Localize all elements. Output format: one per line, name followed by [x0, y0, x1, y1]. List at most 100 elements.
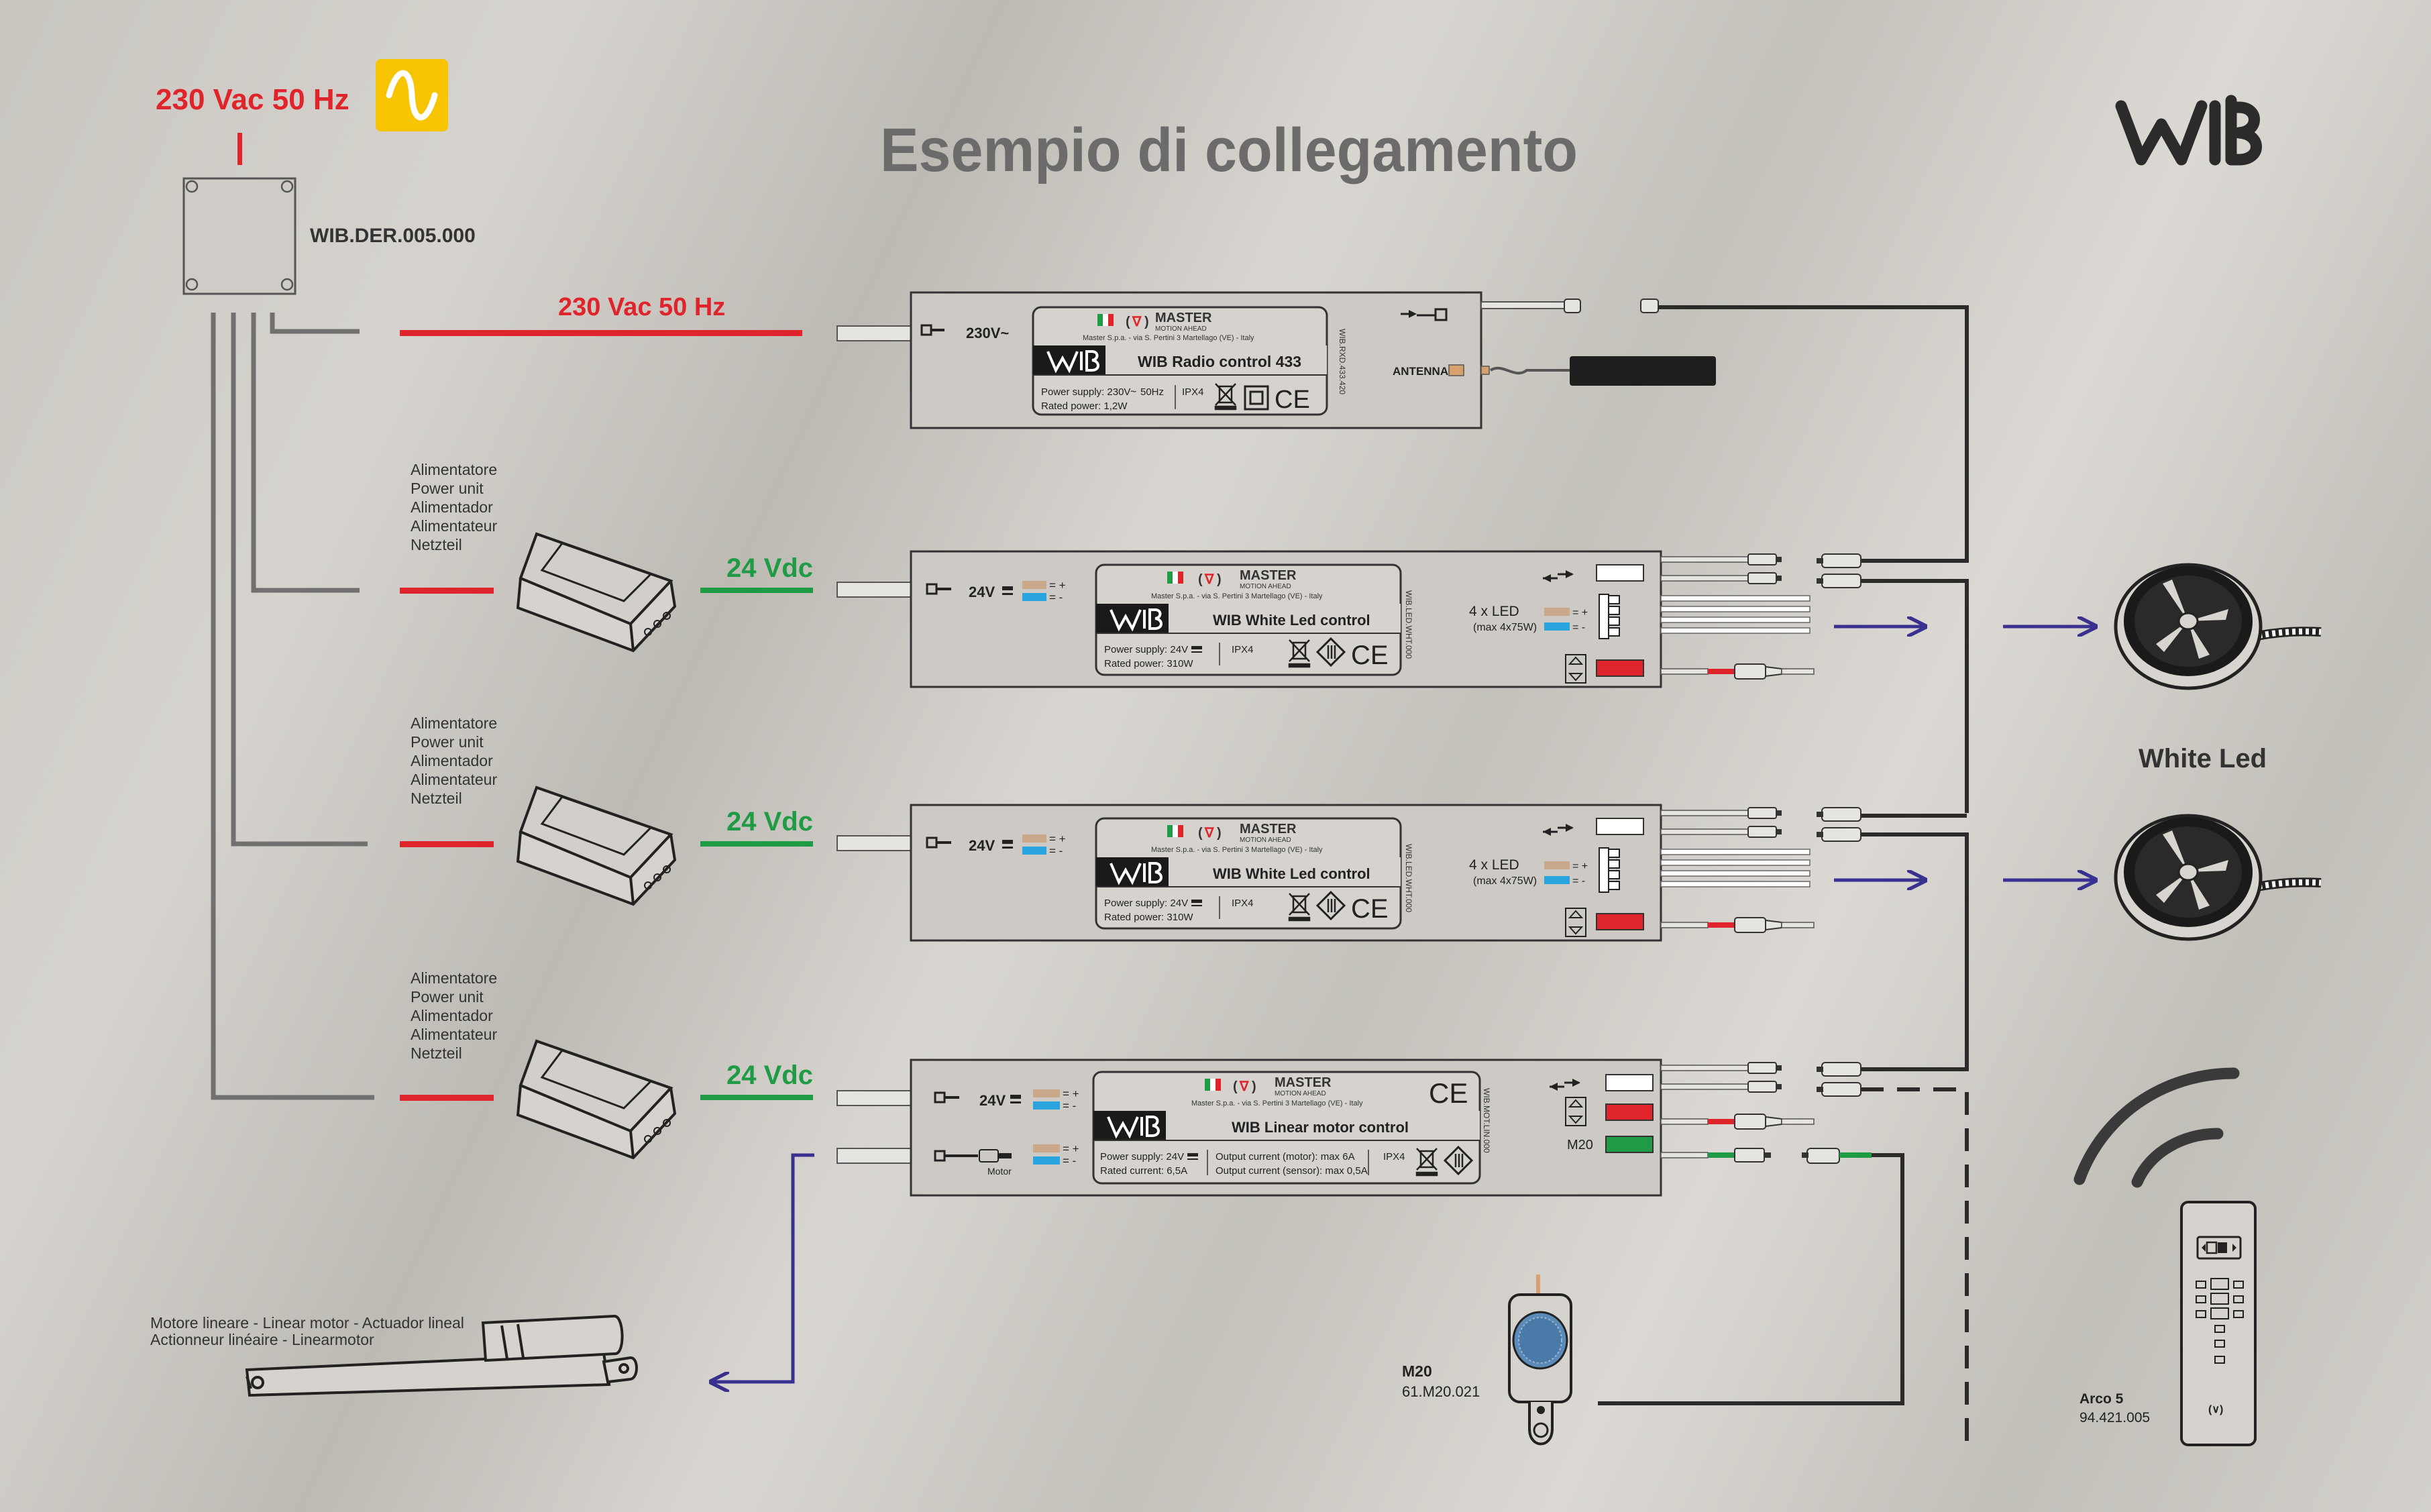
dc-label-3: 24 Vdc — [726, 1061, 813, 1090]
dc-line-3 — [700, 1095, 813, 1100]
sine-wave-icon — [376, 59, 448, 131]
page-title: Esempio di collegamento — [880, 116, 1578, 184]
wireless-dashed-line — [1861, 1087, 1969, 1453]
motor-sensor-port: M20 — [1567, 1138, 1593, 1152]
derivation-wires — [211, 313, 374, 1100]
power-unit-3-label: Alimentatore Power unit Alimentador Alim… — [411, 969, 497, 1062]
motor-name: WIB Linear motor control — [1232, 1119, 1409, 1136]
mains-label: 230 Vac 50 Hz — [156, 83, 349, 116]
svg-text:= +: = + — [1049, 579, 1066, 592]
power-unit-1-line-3: Alimentador — [411, 498, 493, 516]
double-insulation-icon — [1244, 385, 1269, 411]
maker-text: MASTER — [1240, 568, 1297, 583]
mains-line-label: 230 Vac 50 Hz — [558, 293, 725, 321]
motor-input-label: 24V — [979, 1092, 1006, 1109]
led-rated-text: Rated power: 310W — [1104, 658, 1193, 669]
remote-name: Arco 5 — [2079, 1391, 2124, 1407]
motor-rated: Rated current: 6,5A — [1100, 1165, 1187, 1177]
m20-sensor — [1508, 1275, 1572, 1446]
svg-text:= +: = + — [1063, 1142, 1079, 1155]
radio-supply-freq: 50Hz — [1140, 386, 1164, 398]
radio-ce-mark: CE — [1275, 386, 1310, 414]
power-unit-2-line-2: Power unit — [411, 733, 484, 751]
led-strip-reel-2 — [2116, 816, 2321, 939]
power-unit-1-line-1: Alimentatore — [411, 461, 497, 478]
led-ipx-text: IPX4 — [1232, 644, 1254, 655]
led-strip-reel-1 — [2114, 563, 2322, 690]
led-control-unit-1: 24V = + = - ( ∇ ) MASTER MOTION AHEAD Ma… — [836, 550, 2096, 813]
led-input-text: 24V — [969, 584, 995, 600]
sensor-cable — [1598, 1148, 1904, 1405]
svg-text:∇: ∇ — [1204, 572, 1214, 587]
dc-label-1: 24 Vdc — [726, 553, 813, 583]
power-unit-3 — [517, 1040, 676, 1159]
led-name-text: WIB White Led control — [1213, 612, 1370, 629]
mains-ac-line — [400, 330, 802, 336]
motor-output-motor: Output current (motor): max 6A — [1216, 1151, 1355, 1163]
radio-code: WIB.RXD.433.420 — [1338, 329, 1347, 394]
ac-segment-2 — [400, 841, 494, 847]
power-unit-2-label: Alimentatore Power unit Alimentador Alim… — [411, 714, 497, 807]
led-outmax-text: (max 4x75W) — [1473, 622, 1537, 633]
sensor-code: 61.M20.021 — [1402, 1383, 1480, 1400]
power-unit-1-line-2: Power unit — [411, 480, 484, 497]
wib-logo — [2115, 95, 2262, 166]
motor-port-label: Motor — [987, 1166, 1012, 1177]
dc-line-1 — [700, 588, 813, 593]
motor-ce-mark: CE — [1429, 1077, 1468, 1109]
motor-control-unit: 24V = + = - Motor = + = - ( ∇ ) MASTER M… — [836, 1059, 1815, 1197]
linear-motor-label-line-2: Actionneur linéaire - Linearmotor — [150, 1331, 374, 1348]
power-unit-2-line-4: Alimentateur — [411, 771, 497, 788]
svg-text:(: ( — [1126, 315, 1130, 329]
svg-text:∇: ∇ — [1239, 1079, 1249, 1094]
svg-text:= -: = - — [1063, 1099, 1076, 1112]
led-code-text: WIB.LED.WHT.000 — [1404, 590, 1413, 659]
radio-maker: MASTER — [1155, 311, 1212, 325]
led-ce-text: CE — [1351, 641, 1389, 670]
remote-code: 94.421.005 — [2079, 1410, 2150, 1425]
svg-text:): ) — [1217, 572, 1222, 587]
power-unit-3-line-2: Power unit — [411, 988, 484, 1006]
sensor-name: M20 — [1402, 1362, 1432, 1380]
svg-text:): ) — [1144, 315, 1149, 329]
svg-text:(: ( — [1233, 1079, 1238, 1094]
white-led-label: White Led — [2139, 744, 2267, 773]
motor-output-sensor: Output current (sensor): max 0,5A — [1216, 1165, 1368, 1177]
power-unit-1-line-5: Netzteil — [411, 536, 462, 553]
linear-motor — [245, 1314, 638, 1397]
derivation-box-code: WIB.DER.005.000 — [310, 225, 476, 247]
motor-code: WIB.MOT.LIN.000 — [1482, 1088, 1491, 1153]
power-unit-3-line-5: Netzteil — [411, 1044, 462, 1062]
ac-segment-1 — [400, 588, 494, 594]
derivation-box — [182, 177, 296, 295]
power-unit-1 — [516, 532, 677, 653]
antenna — [1480, 356, 1716, 386]
led-out-text: 4 x LED — [1469, 604, 1519, 619]
power-unit-2 — [517, 786, 676, 906]
power-unit-3-line-3: Alimentador — [411, 1007, 493, 1024]
radio-ipx: IPX4 — [1182, 386, 1204, 398]
radio-rated: Rated power: 1,2W — [1041, 400, 1128, 412]
radio-address: Master S.p.a. - via S. Pertini 3 Martell… — [1083, 334, 1254, 342]
svg-text:= +: = + — [1063, 1087, 1079, 1100]
radio-name: WIB Radio control 433 — [1138, 353, 1301, 370]
led-control-unit-2 — [837, 805, 2096, 1067]
motor-address: Master S.p.a. - via S. Pertini 3 Martell… — [1191, 1099, 1363, 1108]
motor-maker: MASTER — [1275, 1075, 1332, 1090]
radio-tagline: MOTION AHEAD — [1155, 325, 1207, 333]
motor-bus-cable — [1861, 832, 1969, 1071]
power-unit-3-line-4: Alimentateur — [411, 1026, 497, 1043]
power-unit-2-line-1: Alimentatore — [411, 714, 497, 732]
remote-badge: (∨) — [2208, 1404, 2223, 1415]
motor-ipx: IPX4 — [1383, 1151, 1405, 1163]
power-unit-1-label: Alimentatore Power unit Alimentador Alim… — [411, 461, 497, 553]
dc-line-2 — [700, 841, 813, 847]
power-unit-1-line-4: Alimentateur — [411, 517, 497, 535]
radio-supply: Power supply: 230V — [1041, 386, 1130, 398]
ac-segment-3 — [400, 1095, 494, 1101]
radio-antenna-label: ANTENNA — [1393, 365, 1448, 378]
radio-input-cable — [836, 325, 912, 341]
tagline-text: MOTION AHEAD — [1240, 583, 1291, 590]
